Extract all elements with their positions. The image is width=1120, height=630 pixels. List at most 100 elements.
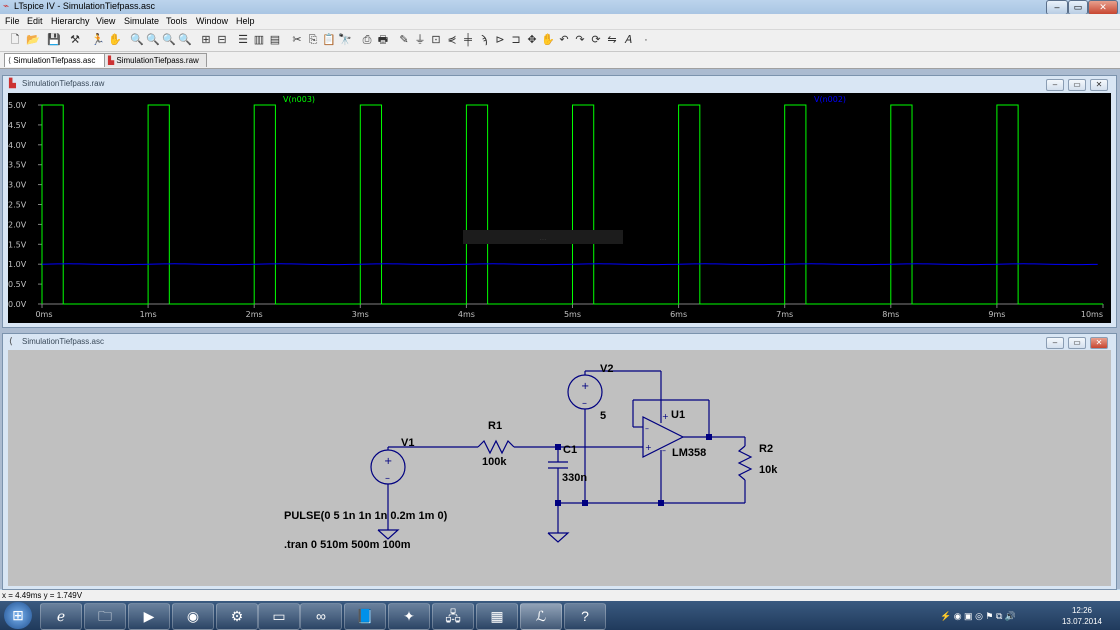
trace-v-n002[interactable] — [41, 263, 1098, 266]
r1-resistor-symbol[interactable] — [477, 439, 515, 455]
title-bar: ⌁ LTspice IV - SimulationTiefpass.asc – … — [0, 0, 1120, 15]
menu-simulate[interactable]: Simulate — [124, 16, 160, 26]
maximize-button[interactable]: ▭ — [1068, 0, 1088, 15]
find-icon[interactable]: 🔭 — [338, 34, 352, 46]
clock-time[interactable]: 12:26 — [1071, 606, 1093, 615]
trace-label-v-n002[interactable]: V(n002) — [814, 95, 846, 104]
trace-v-n003[interactable] — [41, 104, 1103, 305]
taskbar-arduino-icon[interactable]: ∞ — [300, 603, 342, 630]
taskbar-media-icon[interactable]: ▶ — [128, 603, 170, 630]
schematic-close-button[interactable]: ✕ — [1090, 337, 1108, 349]
taskbar-explorer-icon[interactable]: 🗀 — [84, 603, 126, 630]
menu-tools[interactable]: Tools — [166, 16, 188, 26]
mirror-icon[interactable]: ⇋ — [607, 34, 617, 46]
move-icon[interactable]: ✥ — [527, 34, 537, 46]
y-tick-label: 5.0V — [8, 101, 27, 110]
zoom-fit-icon[interactable]: 🔍 — [178, 34, 192, 46]
u1-label[interactable]: U1 — [671, 409, 686, 421]
zoom-out-icon[interactable]: 🔍 — [162, 34, 176, 46]
capacitor-icon[interactable]: ╪ — [464, 34, 472, 46]
taskbar-network-icon[interactable]: 🖧 — [432, 603, 474, 630]
copy-icon[interactable]: ⎘ — [308, 34, 318, 46]
save-icon[interactable]: 💾 — [47, 34, 61, 46]
new-file-icon[interactable]: 🗋 — [10, 34, 20, 46]
print-icon[interactable]: 🖶 — [377, 34, 389, 46]
c1-label[interactable]: C1 — [563, 444, 578, 456]
waveform-close-button[interactable]: ✕ — [1090, 79, 1108, 91]
trace-label-v-n003[interactable]: V(n003) — [283, 95, 315, 104]
resistor-icon[interactable]: ⋞ — [447, 34, 457, 46]
junction-dot — [706, 434, 712, 440]
open-folder-icon[interactable]: 📂 — [26, 34, 40, 46]
schematic-canvas[interactable]: + – + – – + + – V1 R1 100k C1 330n V2 5 … — [8, 350, 1111, 586]
v2-label[interactable]: V2 — [600, 363, 614, 375]
inductor-icon[interactable]: ϡ — [480, 34, 488, 46]
pan-icon[interactable]: 🔍 — [146, 34, 160, 46]
menu-help[interactable]: Help — [236, 16, 255, 26]
component-icon[interactable]: ⊐ — [511, 34, 521, 46]
taskbar-book-icon[interactable]: 📘 — [344, 603, 386, 630]
tab-waveform[interactable]: ▙ SimulationTiefpass.raw — [104, 53, 207, 67]
print-setup-icon[interactable]: ⎙ — [362, 34, 372, 46]
close-button[interactable]: ✕ — [1088, 0, 1118, 15]
pulse-source-spec[interactable]: PULSE(0 5 1n 1n 1n 0.2m 1m 0) — [284, 510, 448, 522]
draw-wire-icon[interactable]: ✎ — [399, 34, 409, 46]
taskbar-pdf-icon[interactable]: ✦ — [388, 603, 430, 630]
start-button[interactable]: ⊞ — [4, 602, 32, 629]
taskbar-firefox-icon[interactable]: ◉ — [172, 603, 214, 630]
control-panel-icon[interactable]: ⚒ — [70, 34, 80, 46]
menu-edit[interactable]: Edit — [27, 16, 43, 26]
u1-model[interactable]: LM358 — [672, 447, 707, 459]
tile-vertical-icon[interactable]: ▥ — [253, 34, 265, 46]
taskbar-app-icon[interactable]: ⚙ — [216, 603, 258, 630]
r2-value[interactable]: 10k — [759, 464, 778, 476]
drag-icon[interactable]: ✋ — [541, 34, 555, 46]
v2-value[interactable]: 5 — [600, 410, 607, 422]
menu-window[interactable]: Window — [196, 16, 229, 26]
menu-file[interactable]: File — [5, 16, 20, 26]
ground-symbol[interactable] — [377, 529, 400, 540]
ground-symbol[interactable] — [547, 532, 570, 543]
u1-opamp-symbol[interactable] — [642, 416, 685, 458]
minimize-button[interactable]: – — [1046, 0, 1068, 15]
v1-label[interactable]: V1 — [401, 437, 415, 449]
redo-icon[interactable]: ↷ — [575, 34, 585, 46]
tray-icons[interactable]: ⚡ ◉ ▣ ◎ ⚑ ⧉ 🔊 — [940, 611, 1017, 621]
taskbar-calc-icon[interactable]: ▦ — [476, 603, 518, 630]
taskbar-ie-icon[interactable]: ℯ — [40, 603, 82, 630]
ground-icon[interactable]: ⏚ — [414, 34, 426, 46]
r2-resistor-symbol[interactable] — [737, 445, 753, 481]
diode-icon[interactable]: ⊳ — [495, 34, 505, 46]
waveform-restore-button[interactable]: ▭ — [1068, 79, 1086, 91]
spice-directive-icon[interactable]: · — [644, 34, 648, 46]
r2-label[interactable]: R2 — [759, 443, 774, 455]
autorange-icon[interactable]: ⊞ — [201, 34, 211, 46]
schematic-minimize-button[interactable]: – — [1046, 337, 1064, 349]
c1-value[interactable]: 330n — [562, 472, 588, 484]
run-icon[interactable]: 🏃 — [91, 34, 105, 46]
r1-value[interactable]: 100k — [482, 456, 507, 468]
cut-icon[interactable]: ✂ — [292, 34, 302, 46]
label-net-icon[interactable]: ⊡ — [431, 34, 441, 46]
paste-icon[interactable]: 📋 — [322, 34, 336, 46]
halt-icon[interactable]: ✋ — [108, 34, 122, 46]
cascade-icon[interactable]: ▤ — [269, 34, 281, 46]
r1-label[interactable]: R1 — [488, 420, 503, 432]
zoom-in-icon[interactable]: 🔍 — [130, 34, 144, 46]
tran-directive[interactable]: .tran 0 510m 500m 100m — [284, 539, 411, 551]
menu-view[interactable]: View — [96, 16, 116, 26]
text-icon[interactable]: 𝐴 — [624, 34, 632, 46]
rotate-icon[interactable]: ⟳ — [591, 34, 601, 46]
clock-date[interactable]: 13.07.2014 — [1061, 617, 1103, 626]
waveform-minimize-button[interactable]: – — [1046, 79, 1064, 91]
taskbar-help-icon[interactable]: ? — [564, 603, 606, 630]
menu-hierarchy[interactable]: Hierarchy — [51, 16, 90, 26]
undo-icon[interactable]: ↶ — [559, 34, 569, 46]
taskbar-ltspice-icon[interactable]: ℒ — [520, 603, 562, 630]
grid-icon[interactable]: ⊟ — [217, 34, 227, 46]
tab-schematic[interactable]: ⟨ SimulationTiefpass.asc — [4, 53, 106, 67]
tile-horizontal-icon[interactable]: ☰ — [238, 34, 248, 46]
schematic-restore-button[interactable]: ▭ — [1068, 337, 1086, 349]
taskbar-card-icon[interactable]: ▭ — [258, 603, 300, 630]
